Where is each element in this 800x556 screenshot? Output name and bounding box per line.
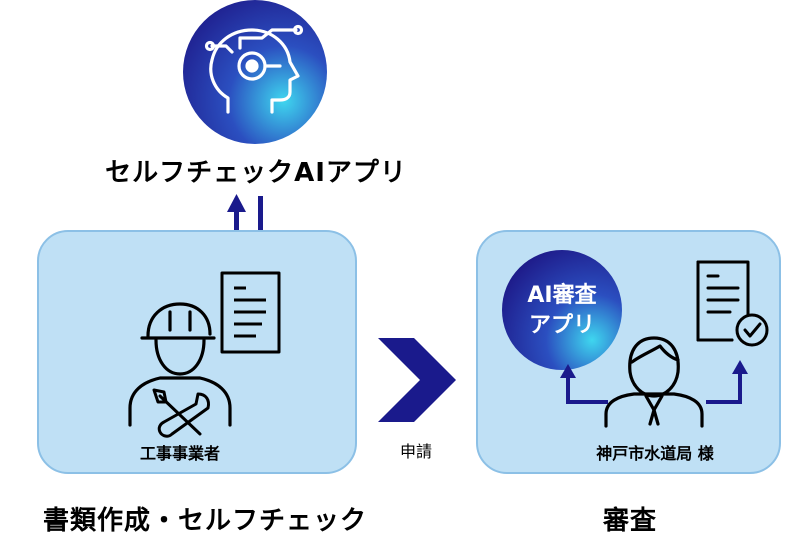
worker-helmet-icon bbox=[128, 302, 232, 427]
wrench-screwdriver-icon bbox=[152, 388, 210, 438]
top-app-label: セルフチェックAIアプリ bbox=[105, 158, 407, 188]
document-icon bbox=[220, 271, 281, 354]
ai-review-line2: アプリ bbox=[528, 313, 595, 338]
arrow-up-icon bbox=[732, 360, 748, 374]
ai-review-label: AI審査 アプリ bbox=[502, 268, 622, 354]
official-person-icon bbox=[604, 336, 704, 428]
feedback-arrows bbox=[566, 372, 742, 404]
right-panel bbox=[476, 230, 781, 474]
left-caption: 書類作成・セルフチェック bbox=[42, 506, 367, 536]
left-person-label: 工事事業者 bbox=[139, 444, 220, 463]
ai-head-icon bbox=[204, 24, 304, 114]
document-check-icon bbox=[696, 260, 769, 347]
ai-review-badge bbox=[502, 250, 622, 370]
arrow-up-icon bbox=[560, 364, 576, 378]
chevron-right-icon bbox=[378, 338, 456, 422]
left-panel bbox=[37, 230, 357, 474]
right-person-label: 神戸市水道局 様 bbox=[596, 444, 714, 463]
ai-app-badge bbox=[183, 0, 327, 144]
submit-label: 申請 bbox=[399, 442, 432, 461]
ai-review-line1: AI審査 bbox=[527, 283, 597, 308]
arrow-up-icon bbox=[227, 194, 246, 252]
right-caption: 審査 bbox=[602, 506, 657, 536]
